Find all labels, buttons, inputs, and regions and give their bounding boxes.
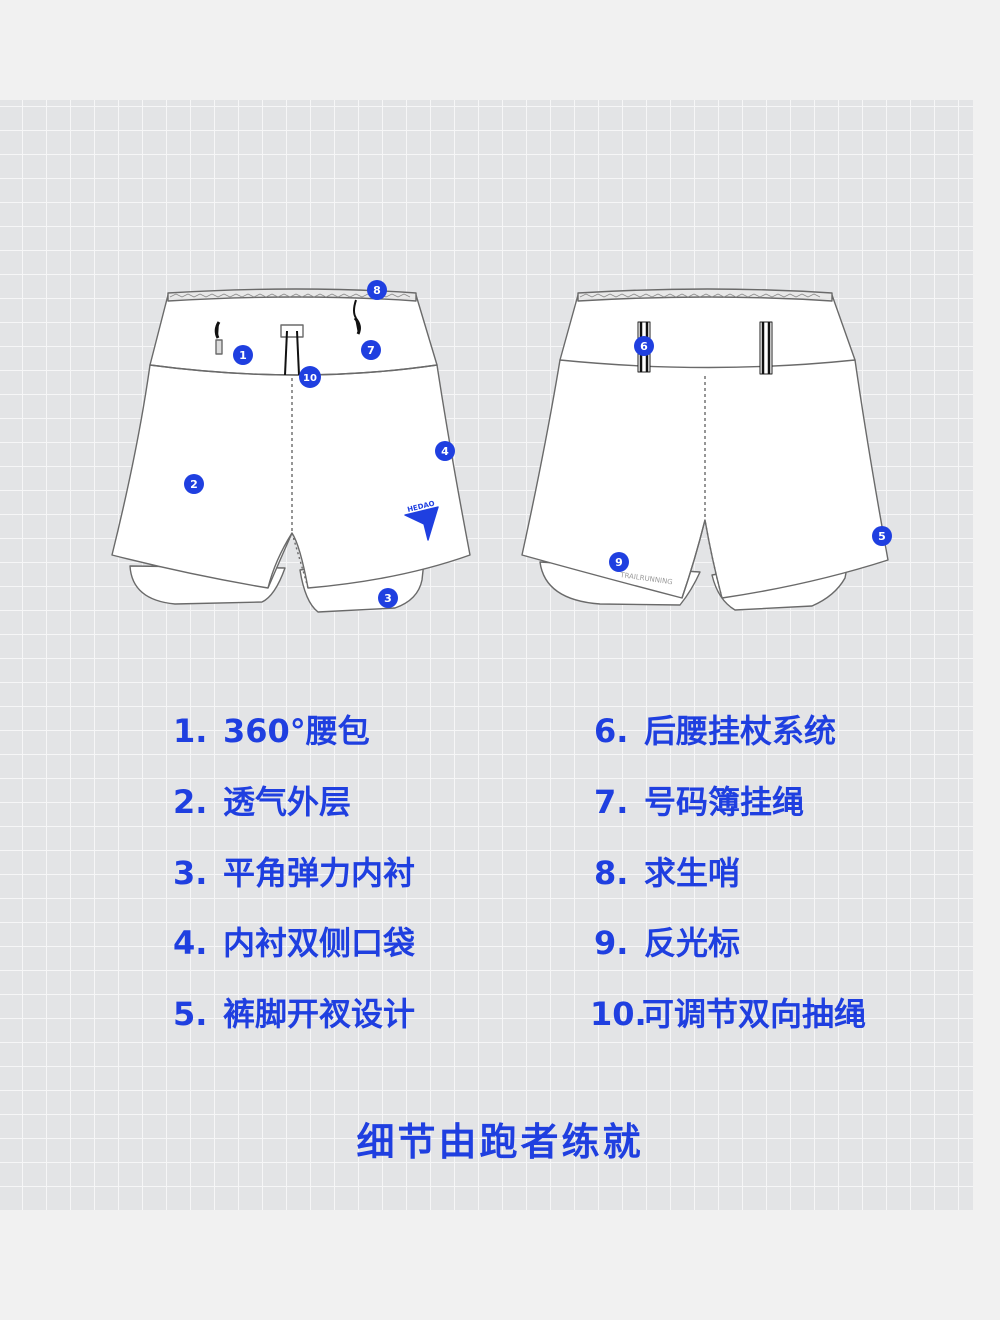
feature-number: 2.: [173, 783, 208, 821]
feature-4: 4. 内衬双侧口袋: [173, 923, 415, 963]
feature-6: 6. 后腰挂杖系统: [594, 711, 836, 751]
feature-9: 9. 反光标: [594, 923, 740, 963]
feature-label: 反光标: [644, 924, 741, 962]
back-waistband: [559, 291, 856, 369]
callout-3: 3: [378, 588, 398, 608]
feature-label: 求生哨: [644, 854, 741, 892]
feature-number: 7.: [594, 783, 629, 821]
svg-text:9: 9: [615, 556, 623, 569]
svg-text:6: 6: [640, 340, 648, 353]
callout-8: 8: [367, 280, 387, 300]
feature-label: 裤脚开衩设计: [223, 995, 416, 1033]
feature-number: 8.: [594, 854, 629, 892]
feature-label: 号码簿挂绳: [644, 783, 805, 821]
feature-number: 3.: [173, 854, 208, 892]
callout-5: 5: [872, 526, 892, 546]
front-shorts-view: [111, 288, 471, 613]
feature-label: 可调节双向抽绳: [642, 995, 867, 1033]
svg-text:2: 2: [190, 478, 198, 491]
feature-2: 2. 透气外层: [173, 782, 351, 822]
callout-10: 10: [299, 366, 321, 388]
svg-text:5: 5: [878, 530, 886, 543]
feature-1: 1. 360°腰包: [173, 711, 370, 751]
feature-label: 360°腰包: [223, 712, 370, 750]
grid-background-panel: [0, 100, 973, 1210]
feature-label: 透气外层: [223, 783, 352, 821]
svg-text:4: 4: [441, 445, 449, 458]
feature-5: 5. 裤脚开衩设计: [173, 994, 415, 1034]
tagline: 细节由跑者练就: [356, 1120, 644, 1164]
feature-7: 7. 号码簿挂绳: [594, 782, 804, 822]
feature-10: 10.可调节双向抽绳: [590, 994, 866, 1034]
callout-2: 2: [184, 474, 204, 494]
callout-6: 6: [634, 336, 654, 356]
svg-text:8: 8: [373, 284, 381, 297]
front-shell: [111, 364, 471, 589]
feature-number: 9.: [594, 924, 629, 962]
feature-number: 4.: [173, 924, 208, 962]
callout-7: 7: [361, 340, 381, 360]
feature-number: 5.: [173, 995, 208, 1033]
feature-label: 内衬双侧口袋: [223, 924, 416, 962]
svg-text:1: 1: [239, 349, 247, 362]
callout-4: 4: [435, 441, 455, 461]
feature-number: 10.: [590, 995, 647, 1033]
feature-number: 6.: [594, 712, 629, 750]
feature-label: 平角弹力内衬: [223, 854, 416, 892]
feature-number: 1.: [173, 712, 208, 750]
feature-8: 8. 求生哨: [594, 853, 740, 893]
front-waist-trim: [167, 288, 417, 302]
back-waist-trim: [577, 288, 833, 302]
svg-text:7: 7: [367, 344, 375, 357]
back-shorts-view: TRAILRUNNING: [521, 288, 889, 611]
svg-text:3: 3: [384, 592, 392, 605]
feature-3: 3. 平角弹力内衬: [173, 853, 415, 893]
front-logo-mark: [404, 506, 439, 541]
svg-text:10: 10: [303, 373, 317, 384]
callout-9: 9: [609, 552, 629, 572]
feature-label: 后腰挂杖系统: [644, 712, 837, 750]
callout-markers: 1 2 3 4 7 8 10 5 6 9: [184, 280, 892, 608]
callout-1: 1: [233, 345, 253, 365]
